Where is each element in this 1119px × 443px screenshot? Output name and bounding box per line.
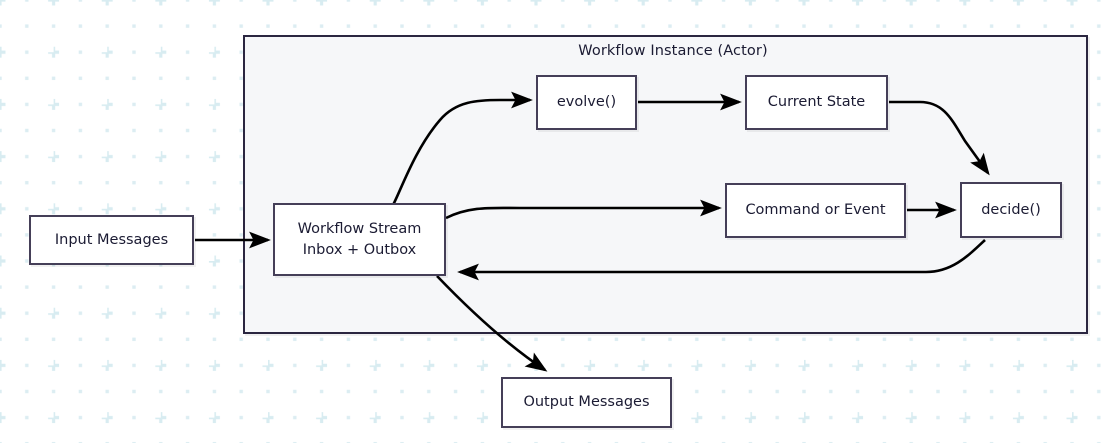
node-workflow-stream-label-1: Workflow Stream — [297, 220, 422, 237]
node-command-or-event[interactable]: Command or Event — [725, 183, 906, 238]
node-command-or-event-label: Command or Event — [745, 202, 886, 219]
node-evolve-label: evolve() — [556, 94, 617, 111]
node-current-state-label: Current State — [767, 94, 866, 111]
node-input-messages[interactable]: Input Messages — [29, 215, 194, 265]
node-output-messages-label: Output Messages — [523, 394, 650, 411]
cluster-label: Workflow Instance (Actor) — [578, 43, 768, 59]
node-evolve[interactable]: evolve() — [536, 75, 637, 130]
node-input-messages-label: Input Messages — [54, 231, 169, 248]
node-current-state[interactable]: Current State — [745, 75, 888, 130]
node-workflow-stream[interactable]: Workflow Stream Inbox + Outbox — [273, 203, 446, 276]
node-decide-label: decide() — [981, 201, 1041, 218]
node-workflow-stream-label-2: Inbox + Outbox — [302, 241, 417, 258]
node-decide[interactable]: decide() — [960, 182, 1062, 238]
node-output-messages[interactable]: Output Messages — [501, 377, 672, 428]
